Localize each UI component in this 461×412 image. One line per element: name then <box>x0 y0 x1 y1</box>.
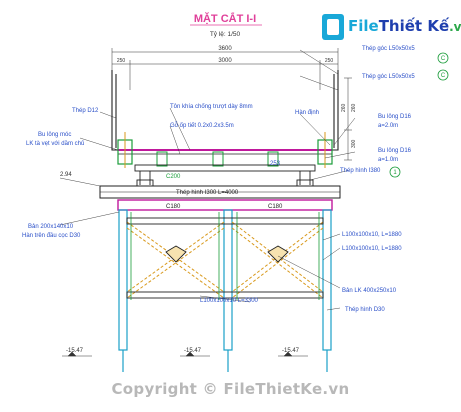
callout-c-top <box>437 52 449 64</box>
label-bolt-d16-mid: Bu lông D16 <box>378 148 412 154</box>
label-bolt-hook-1: Bu lông móc <box>38 132 71 138</box>
c180-beam <box>117 199 333 211</box>
drawing-scale: Tỷ lệ: 1/50 <box>210 31 241 38</box>
i380-girders <box>134 164 316 187</box>
right-side-dims <box>344 77 352 161</box>
label-anti-slip: Tôn khía chống trượt dày 8mm <box>170 104 253 110</box>
label-l100-b: L100x100x10, L=1880 <box>342 246 402 252</box>
label-angle-mid: Thép góc L50x50x5 <box>362 74 415 80</box>
side-dim-2: 260 <box>351 103 357 112</box>
file-logo-icon <box>322 14 344 40</box>
girders <box>117 132 333 168</box>
filethietke-logo: FileThiết Kế.vn <box>322 14 461 40</box>
label-angle-top: Thép góc L50x50x5 <box>362 46 415 52</box>
top-dimensions <box>111 48 339 90</box>
label-bolt-hook-2: LK tà vẹt với dầm chủ <box>26 140 84 147</box>
label-weld: Hàn định <box>295 110 319 116</box>
dim-top: 3600 <box>218 46 232 52</box>
label-i300: Thép hình I300 L=4000 <box>176 190 239 196</box>
label-a-2m: a=2.0m <box>378 123 398 129</box>
bracing <box>126 221 324 299</box>
label-pile: Thép hình D30 <box>345 307 385 313</box>
label-l100-a: L100x100x10, L=1880 <box>342 232 402 238</box>
callout-c-mid <box>437 69 449 81</box>
label-plate-1: Bản 200x140x10 <box>28 224 74 230</box>
dim-side-right: 250 <box>325 58 334 64</box>
green-verticals <box>130 212 320 300</box>
drawing-title: MẶT CẮT I-I <box>194 12 256 25</box>
label-bolt-d16-top: Bu lông D16 <box>378 114 412 120</box>
label-elev-294: 2.94 <box>60 172 72 178</box>
elevation-markers <box>62 351 308 357</box>
dim-side-left: 250 <box>117 58 126 64</box>
callout-1 <box>389 166 401 178</box>
logo-wordmark: FileThiết Kế.vn <box>348 17 461 35</box>
logo-part1: File <box>348 17 379 35</box>
label-lk-plate: Bản LK 400x250x10 <box>342 288 397 294</box>
callout-c-mid-label: C <box>441 73 446 79</box>
leader-lines <box>59 49 356 311</box>
piles <box>118 209 332 372</box>
side-dim-3: 300 <box>351 139 357 148</box>
label-c200: C200 <box>166 174 181 180</box>
elev-left: -15.47 <box>66 348 84 354</box>
label-l100-c: L100x100x10 L=3300 <box>200 298 259 304</box>
label-timber: Gỗ ốp tiết 0.2x0.2x3.5m <box>170 122 234 129</box>
logo-part2: Thiết Kế <box>378 17 450 35</box>
label-c180-left: C180 <box>166 204 181 210</box>
label-a-1m: a=1.0m <box>378 157 398 163</box>
gusset-plates <box>165 245 289 263</box>
elev-mid: -15.47 <box>184 348 202 354</box>
label-dim-253: 253 <box>270 161 281 167</box>
callout-1-label: 1 <box>393 170 397 176</box>
label-c180-right: C180 <box>268 204 283 210</box>
label-i380: Thép hình I380 <box>340 168 381 174</box>
callout-c-top-label: C <box>441 56 446 62</box>
copyright-watermark: Copyright © FileThietKe.vn <box>111 380 350 398</box>
dim-inner: 3000 <box>218 58 232 64</box>
logo-part3: .vn <box>449 20 461 34</box>
label-plate-2: Hàn trên đầu cọc D30 <box>22 233 81 239</box>
label-steel-d12: Thép D12 <box>72 108 99 114</box>
horizontal-struts <box>126 217 324 299</box>
annotation-labels: Thép góc L50x50x5 Thép góc L50x50x5 Thép… <box>22 46 415 313</box>
side-dim-1: 260 <box>341 103 347 112</box>
elev-right: -15.47 <box>282 348 300 354</box>
